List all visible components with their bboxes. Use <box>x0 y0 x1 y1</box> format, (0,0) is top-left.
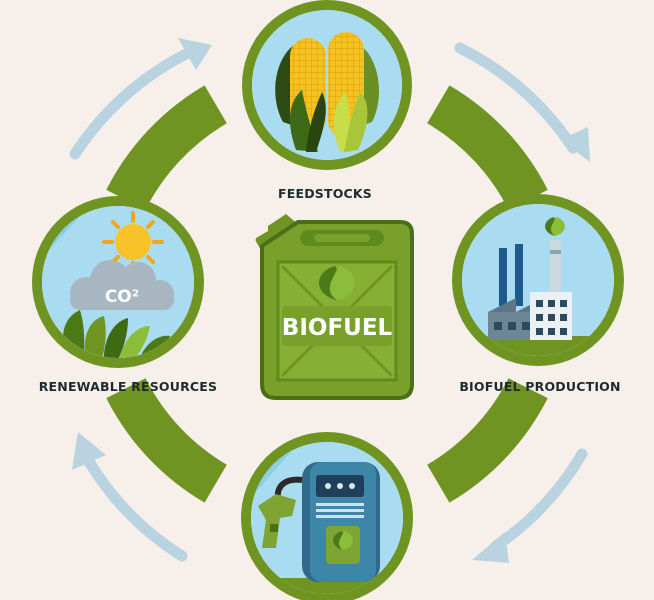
biofuel-production-medallion <box>452 194 624 366</box>
stage-label-biofuel-production: BIOFUEL PRODUCTION <box>459 379 621 394</box>
feedstocks-medallion <box>242 0 412 170</box>
arrow-bottom-right <box>472 448 588 563</box>
renewable-resources-medallion <box>32 196 204 368</box>
arrow-top-left <box>69 38 212 160</box>
arrow-top-right <box>454 42 590 162</box>
cycle-ring <box>106 85 548 503</box>
cloud-icon <box>70 260 174 310</box>
fuel-pump-medallion <box>241 432 413 600</box>
cycle-arrows <box>69 38 590 563</box>
ring-segment-bottom-right <box>426 377 548 503</box>
arrow-bottom-left <box>72 432 188 562</box>
sun-icon <box>102 211 164 273</box>
stage-label-feedstocks: FEEDSTOCKS <box>277 186 372 201</box>
factory-icon <box>488 240 572 340</box>
stage-label-renewable-resources: RENEWABLE RESOURCES <box>38 379 218 394</box>
corn-icon <box>275 32 380 152</box>
ring-segment-top-right <box>426 85 548 211</box>
fuel-pump-icon <box>258 462 380 582</box>
co2-badge: CO² <box>105 287 139 307</box>
center-label: BIOFUEL <box>282 315 393 341</box>
ring-segment-bottom-left <box>106 377 228 503</box>
jerry-can-icon <box>255 214 414 400</box>
ring-segment-top-left <box>106 85 228 211</box>
